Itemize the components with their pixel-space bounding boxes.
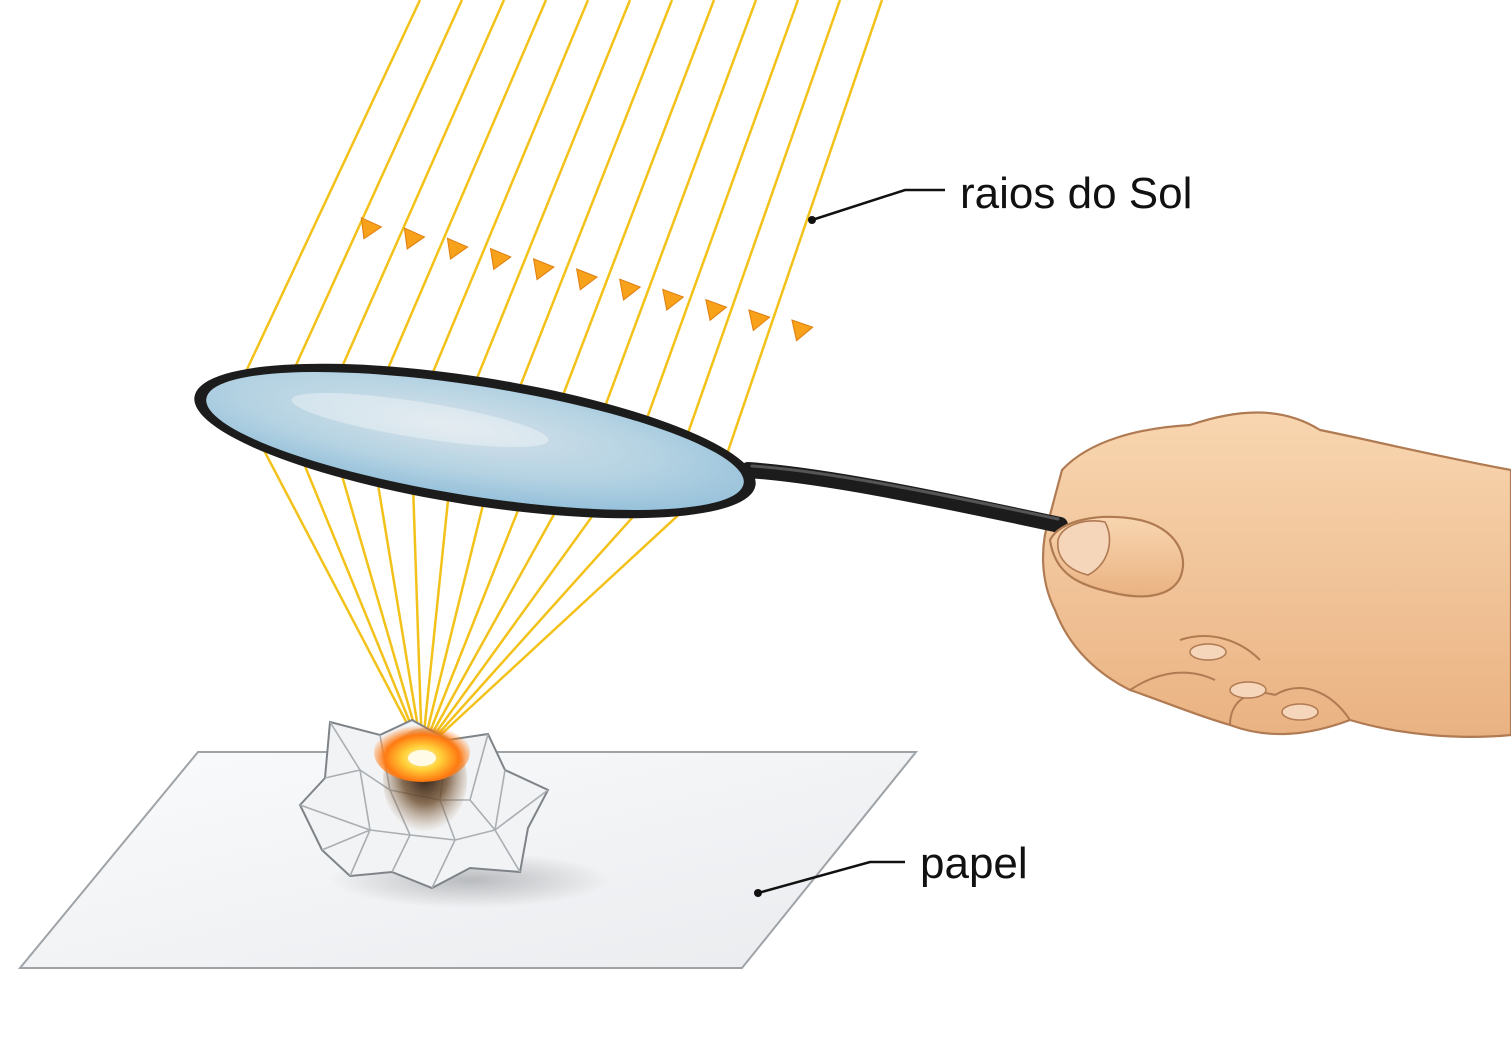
incoming-ray: [409, 0, 590, 426]
incoming-ray: [673, 0, 842, 471]
incoming-ray: [321, 0, 506, 411]
ray-arrows: [360, 216, 814, 342]
ray-arrow-icon: [791, 319, 814, 342]
leader-line-sun: [811, 188, 945, 222]
ray-arrow-icon: [705, 298, 728, 322]
incoming-ray: [585, 0, 758, 456]
incoming-rays: [233, 0, 884, 478]
burn-core: [408, 750, 436, 766]
hand-icon: [1041, 411, 1511, 738]
magnifying-glass-icon: [194, 363, 756, 519]
incoming-ray: [497, 0, 674, 441]
incoming-ray: [233, 0, 422, 396]
ray-arrow-icon: [662, 288, 685, 312]
ray-arrow-icon: [360, 216, 383, 240]
incoming-ray: [629, 0, 800, 463]
ray-arrow-icon: [748, 309, 771, 332]
converging-ray: [233, 394, 424, 753]
ray-arrow-icon: [403, 227, 426, 250]
ray-arrow-icon: [446, 237, 469, 261]
incoming-ray: [453, 0, 632, 433]
ray-arrow-icon: [489, 247, 512, 271]
label-paper: papel: [920, 839, 1028, 888]
converging-ray: [421, 476, 720, 753]
ray-arrow-icon: [619, 278, 642, 301]
lens-handle: [740, 462, 1068, 533]
incoming-ray: [717, 0, 884, 478]
label-sun-rays: raios do Sol: [960, 169, 1193, 218]
ray-arrow-icon: [575, 268, 599, 291]
leader-line-paper: [757, 860, 905, 895]
incoming-ray: [365, 0, 548, 418]
ray-arrow-icon: [532, 257, 555, 281]
incoming-ray: [541, 0, 716, 448]
incoming-ray: [277, 0, 464, 404]
